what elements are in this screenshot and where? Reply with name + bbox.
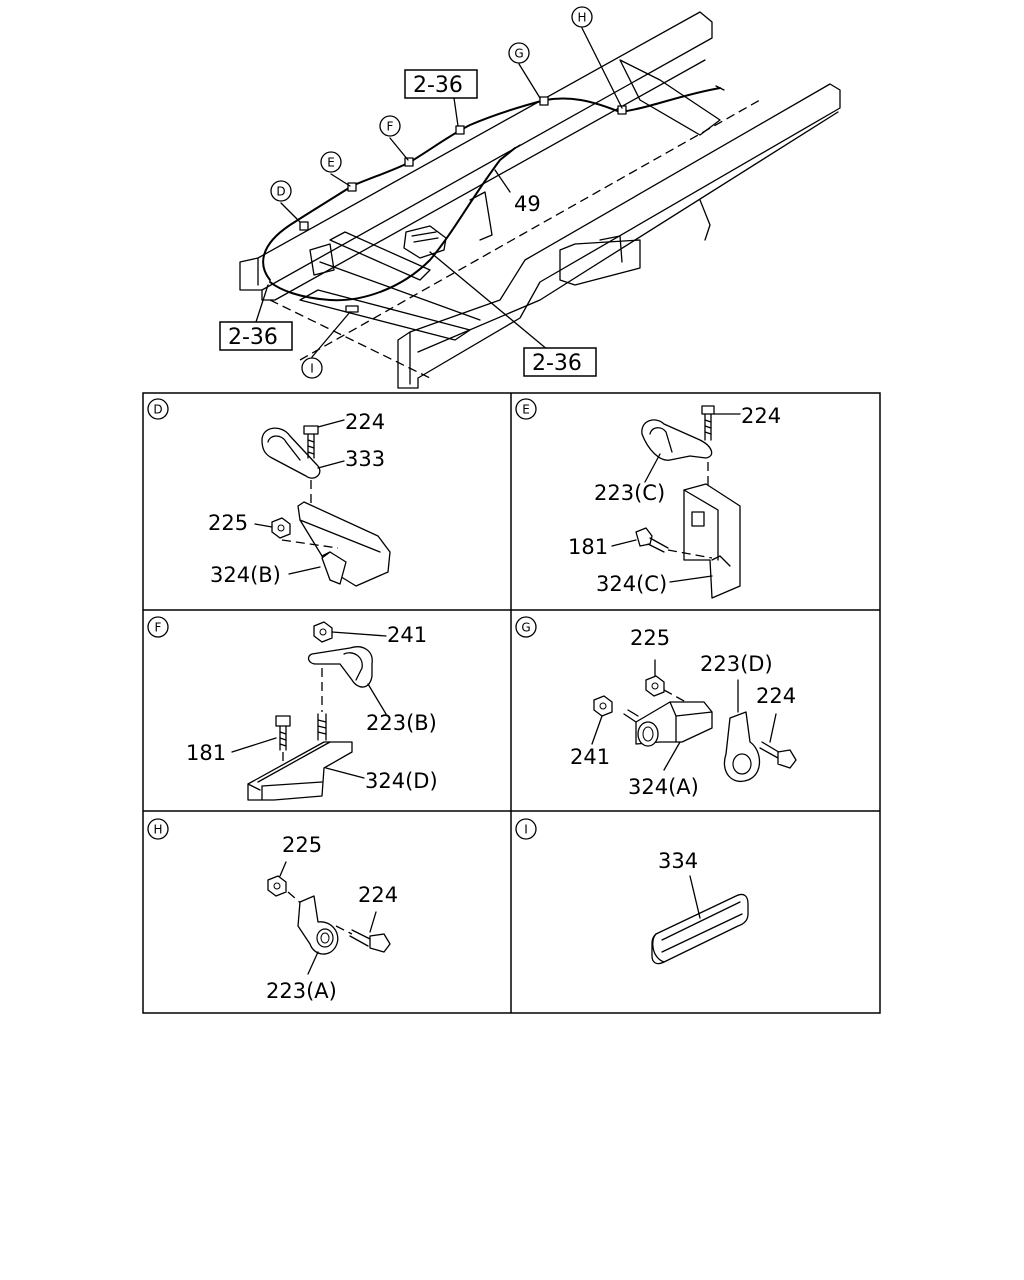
panel-i: I 334: [515, 818, 749, 965]
callout-f: F: [379, 115, 401, 137]
panel-g: G 225 223(D) 224 241 324(A): [515, 616, 797, 799]
svg-text:324(C): 324(C): [596, 572, 667, 596]
svg-text:I: I: [310, 362, 314, 376]
callout-g: G: [508, 42, 530, 64]
svg-text:333: 333: [345, 447, 385, 471]
svg-text:D: D: [276, 185, 285, 199]
svg-text:D: D: [153, 403, 162, 417]
panel-f: F 241 223(B) 181 324(D): [147, 616, 438, 801]
svg-text:334: 334: [658, 849, 698, 873]
svg-text:F: F: [155, 621, 162, 635]
svg-text:224: 224: [345, 410, 385, 434]
svg-text:324(B): 324(B): [210, 563, 281, 587]
svg-text:224: 224: [741, 404, 781, 428]
svg-text:181: 181: [568, 535, 608, 559]
svg-text:F: F: [387, 120, 394, 134]
part-49-label: 49: [514, 192, 541, 216]
svg-text:H: H: [577, 11, 586, 25]
svg-text:2-36: 2-36: [228, 325, 278, 350]
svg-text:241: 241: [387, 623, 427, 647]
svg-text:224: 224: [358, 883, 398, 907]
svg-text:324(D): 324(D): [365, 769, 438, 793]
svg-text:H: H: [153, 823, 162, 837]
panel-h: H 225 224 223(A): [147, 818, 398, 1003]
svg-text:223(A): 223(A): [266, 979, 337, 1003]
ref-box-right: 2-36: [523, 347, 597, 377]
overview-leaders: [255, 27, 623, 358]
svg-text:G: G: [521, 621, 530, 635]
callout-d: D: [270, 180, 292, 202]
svg-text:2-36: 2-36: [413, 73, 463, 98]
svg-text:241: 241: [570, 745, 610, 769]
svg-text:225: 225: [208, 511, 248, 535]
svg-text:324(A): 324(A): [628, 775, 699, 799]
callout-i: I: [301, 357, 323, 379]
svg-text:I: I: [524, 823, 528, 837]
svg-text:223(D): 223(D): [700, 652, 773, 676]
svg-text:224: 224: [756, 684, 796, 708]
svg-text:G: G: [514, 47, 523, 61]
detail-grid: [142, 392, 881, 1014]
callout-e: E: [320, 151, 342, 173]
svg-text:225: 225: [630, 626, 670, 650]
svg-text:E: E: [327, 156, 335, 170]
svg-text:223(B): 223(B): [366, 711, 437, 735]
svg-text:2-36: 2-36: [532, 351, 582, 376]
panel-d: D 224 333 225 324(B): [147, 398, 391, 587]
chassis-overview: [239, 11, 841, 389]
callout-h: H: [571, 6, 593, 28]
svg-text:225: 225: [282, 833, 322, 857]
ref-box-top: 2-36: [404, 69, 478, 99]
svg-text:223(C): 223(C): [594, 481, 665, 505]
ref-box-left: 2-36: [219, 321, 293, 351]
panel-e: E 224 223(C) 181 324(C): [515, 398, 781, 599]
svg-text:E: E: [522, 403, 530, 417]
svg-text:181: 181: [186, 741, 226, 765]
